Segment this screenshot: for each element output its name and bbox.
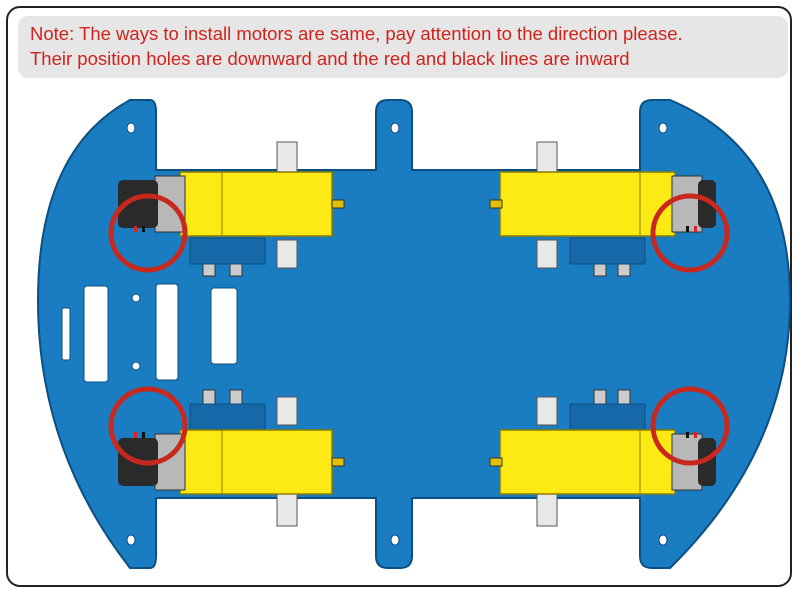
slot-3: [155, 283, 179, 381]
motor-brackets: [276, 141, 558, 527]
motor-front-left: [118, 171, 345, 265]
installation-note: Note: The ways to install motors are sam…: [18, 16, 788, 78]
hole-top-right: [658, 122, 668, 134]
highlight-front-right: [650, 193, 730, 273]
slot-1: [61, 307, 71, 361]
note-line-1: Note: The ways to install motors are sam…: [30, 23, 683, 44]
hole-bottom-right: [658, 534, 668, 546]
hole-bottom-center: [390, 534, 400, 546]
slot-4: [210, 287, 238, 365]
chassis-slots: [61, 283, 238, 383]
hole-mid-1: [131, 293, 141, 303]
highlight-rear-right: [650, 386, 730, 466]
hole-bottom-left: [126, 534, 136, 546]
highlight-rear-left: [108, 386, 188, 466]
note-line-2: Their position holes are downward and th…: [30, 48, 630, 69]
motor-front-right: [489, 171, 716, 265]
hole-top-center: [390, 122, 400, 134]
chassis-plate: [36, 99, 792, 569]
highlight-front-left: [108, 193, 188, 273]
highlight-circles: [108, 193, 730, 466]
hole-top-left: [126, 122, 136, 134]
mounting-holes: [126, 122, 668, 546]
slot-2: [83, 285, 109, 383]
hole-mid-2: [131, 361, 141, 371]
